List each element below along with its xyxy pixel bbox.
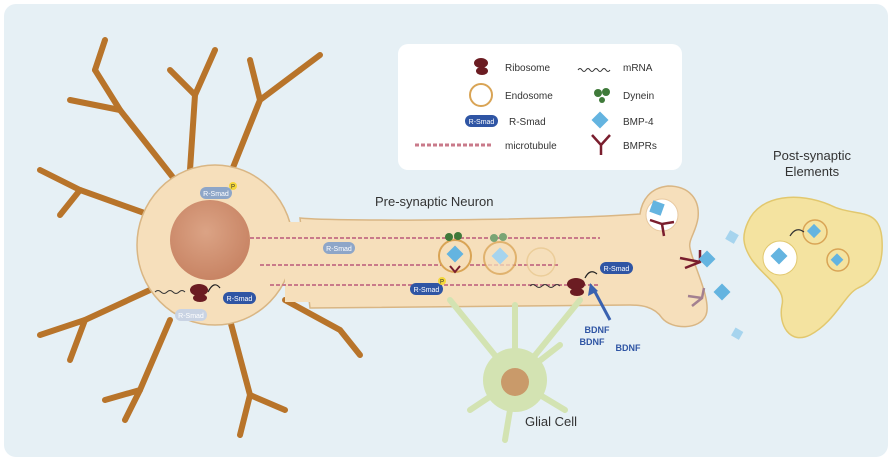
bmp4-molecule [698, 250, 716, 268]
bmp4-molecule [770, 247, 788, 265]
mrna-strand [154, 290, 186, 294]
dynein [499, 233, 507, 241]
bmpr-receptor [679, 250, 702, 270]
rsmad-badge-label: R-Smad [178, 313, 204, 320]
arrow-icon [584, 271, 598, 279]
post-endosome [826, 248, 850, 272]
rsmad-badge [600, 262, 633, 274]
glial-nucleus [501, 368, 529, 396]
rsmad-badges: R-Smad P R-Smad R-Smad R-Smad R-Smad P R… [175, 182, 633, 321]
bmp4-molecule [725, 230, 739, 244]
bmp4-molecule [713, 283, 731, 301]
legend-rsmad-label: R-Smad [509, 117, 546, 128]
rsmad-badge-label: R-Smad [326, 246, 352, 253]
glial-cell [447, 297, 583, 443]
bdnf-label: BDNF [580, 337, 605, 347]
bmp4-molecule [806, 223, 822, 239]
legend-bmprs-label: BMPRs [623, 141, 657, 152]
rsmad-badge-label: R-Smad [227, 296, 253, 303]
legend-microtubule-label: microtubule [505, 141, 557, 152]
dynein [445, 233, 453, 241]
bdnf-arrow [592, 289, 612, 321]
legend-endosome-label: Endosome [505, 91, 553, 102]
bmpr-icon [591, 134, 611, 155]
bmpr-receptor [687, 287, 706, 307]
nucleus [170, 200, 250, 280]
rsmad-icon [465, 115, 498, 127]
synaptic-bmp-signaling [649, 200, 744, 340]
bmp4-icon [591, 111, 609, 129]
post-synaptic-label-line1: Post-synaptic [773, 148, 852, 163]
rsmad-badge-label: R-Smad [604, 266, 630, 273]
legend-rsmad-badge-label: R-Smad [469, 119, 495, 126]
dynein-icon [594, 89, 602, 97]
dynein [490, 234, 498, 242]
legend-ribosome-label: Ribosome [505, 63, 550, 74]
translation-sites [154, 271, 612, 321]
dynein [454, 232, 462, 240]
legend-mrna-label: mRNA [623, 63, 653, 74]
ribosome [567, 278, 585, 290]
legend: Ribosome mRNA Endosome Dynein R-Smad R-S… [398, 44, 682, 170]
rsmad-badge [223, 292, 256, 304]
arrow-icon [789, 229, 805, 237]
endosome [526, 247, 556, 277]
legend-bmp4-label: BMP-4 [623, 117, 654, 128]
bmpr-receptor [649, 218, 675, 237]
legend-box [398, 44, 682, 170]
endosome-icon [469, 83, 493, 107]
rsmad-badge-label: R-Smad [414, 287, 440, 294]
mrna-strand [529, 284, 561, 288]
bdnf-label: BDNF [616, 343, 641, 353]
glial-cell-label: Glial Cell [525, 414, 577, 429]
bdnf-label: BDNF [585, 325, 610, 335]
rsmad-badge [410, 283, 443, 295]
rsmad-badge [200, 187, 232, 199]
phospho-label: P [231, 185, 235, 191]
ribosome-icon [474, 58, 488, 68]
post-synaptic-element [743, 196, 883, 339]
ribosome [190, 284, 208, 296]
phospho-marker [438, 277, 446, 285]
pre-synaptic-label: Pre-synaptic Neuron [375, 194, 494, 209]
bmp4-molecule [731, 327, 744, 340]
rsmad-badge-label: R-Smad [203, 191, 229, 198]
rsmad-badge [323, 242, 355, 254]
legend-dynein-label: Dynein [623, 91, 654, 102]
post-synaptic-label-line2: Elements [785, 164, 840, 179]
mrna-icon [577, 68, 611, 72]
phospho-marker [229, 182, 237, 190]
dendrites [37, 37, 363, 438]
rsmad-badge [175, 309, 207, 321]
bmp4-molecule [649, 200, 665, 216]
axon-endosomes [438, 232, 556, 277]
arrow-icon [207, 284, 221, 293]
phospho-label: P [440, 280, 444, 286]
